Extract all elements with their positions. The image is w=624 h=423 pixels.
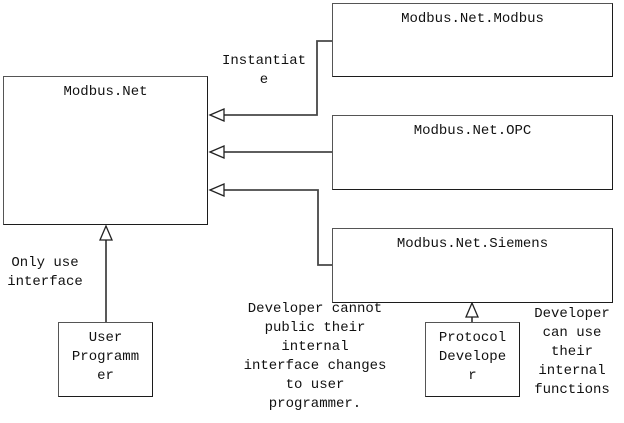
actor-box-label: Protocol Develope r bbox=[438, 330, 507, 384]
only-use-interface-note: Only use interface bbox=[7, 255, 83, 290]
developer-cannot-note: Developer cannot public their internal i… bbox=[243, 301, 387, 412]
arrowhead-left-siemens bbox=[208, 183, 225, 197]
class-box-modbus-net-modbus: Modbus.Net.Modbus bbox=[332, 3, 613, 77]
class-box-modbus-net-siemens: Modbus.Net.Siemens bbox=[332, 228, 613, 303]
arrowhead-up-protocol bbox=[465, 301, 479, 318]
arrowhead-left-opc bbox=[208, 145, 225, 159]
arrowhead-up-user bbox=[99, 224, 113, 241]
arrowhead-left-modbus bbox=[208, 108, 225, 122]
class-box-modbus-net: Modbus.Net bbox=[3, 76, 208, 225]
actor-box-protocol-developer: Protocol Develope r bbox=[425, 322, 520, 397]
class-box-modbus-net-opc: Modbus.Net.OPC bbox=[332, 115, 613, 190]
actor-box-user-programmer: User Programm er bbox=[58, 322, 153, 397]
connector-siemens-to-core bbox=[224, 189, 332, 266]
class-box-label: Modbus.Net.Modbus bbox=[401, 11, 544, 27]
class-box-label: Modbus.Net.Siemens bbox=[396, 236, 549, 252]
class-box-label: Modbus.Net.OPC bbox=[413, 123, 532, 139]
developer-can-note: Developer can use their internal functio… bbox=[534, 306, 610, 398]
instantiate-label: Instantiat e bbox=[221, 53, 306, 88]
class-box-label: Modbus.Net bbox=[63, 84, 148, 100]
actor-box-label: User Programm er bbox=[71, 330, 140, 384]
